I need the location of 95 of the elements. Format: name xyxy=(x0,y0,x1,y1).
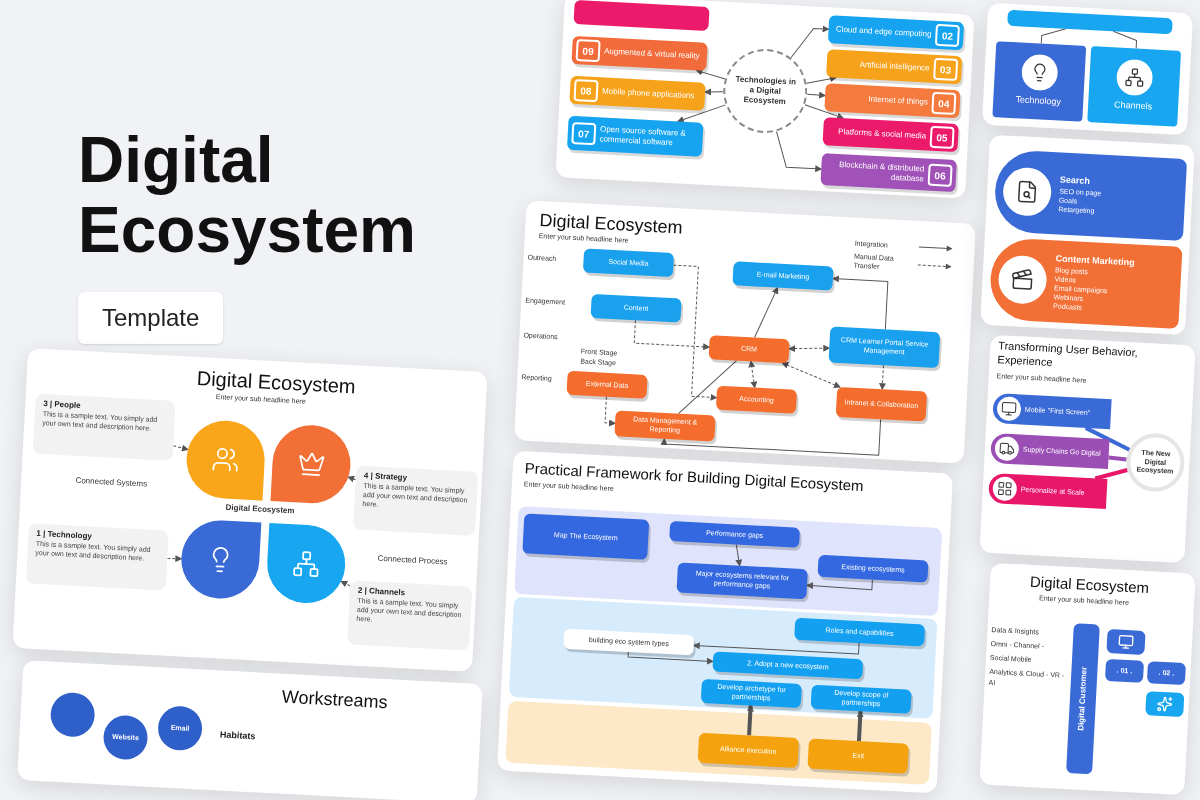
tile-label: Technology xyxy=(1015,93,1062,109)
connector-arrow xyxy=(172,444,189,452)
connector-arrow xyxy=(340,580,351,588)
step-label: Cloud and edge computing xyxy=(835,24,932,40)
step-label: Internet of things xyxy=(868,94,929,108)
arm-banner xyxy=(990,432,1110,470)
connector-arrow xyxy=(633,319,711,351)
numbered-banner xyxy=(826,49,963,85)
card-heading: 2 | Channels xyxy=(357,584,407,598)
text-label: Habitats xyxy=(219,728,256,744)
connector-arrow xyxy=(695,68,726,80)
connector-arrow xyxy=(166,555,183,563)
connector-arrow xyxy=(347,475,357,483)
connector-arrow xyxy=(806,91,827,99)
step-number: 02 xyxy=(934,23,960,48)
connector-arrow xyxy=(806,75,837,84)
slide-title: Transforming User Behavior, Experience xyxy=(997,339,1140,370)
process-box xyxy=(715,385,798,414)
slide-title: Workstreams xyxy=(281,685,389,715)
arm-banner xyxy=(988,472,1108,510)
numbered-banner xyxy=(566,115,704,157)
connector-arrow xyxy=(788,344,831,353)
step-number: 05 xyxy=(929,125,955,149)
connector-arrow xyxy=(748,360,758,389)
numbered-banner xyxy=(569,75,706,111)
connector-arrow xyxy=(804,104,845,120)
panel-heading: Search xyxy=(1059,173,1092,188)
connector-line xyxy=(1112,30,1138,49)
process-box xyxy=(566,370,648,399)
connector-arrow xyxy=(672,264,718,401)
step-number: 06 xyxy=(927,163,953,187)
text-label: Connected Systems xyxy=(74,474,149,491)
connector-arrow xyxy=(627,651,714,665)
category-tile xyxy=(992,41,1087,122)
process-box xyxy=(590,293,682,323)
connector-line xyxy=(677,360,738,415)
step-label: Platforms & social media xyxy=(837,126,927,142)
connector-arrow xyxy=(806,579,873,591)
connector-arrow xyxy=(781,362,841,388)
blank-banner xyxy=(1007,9,1173,35)
page-title: Digital Ecosystem xyxy=(78,125,417,266)
connector-arrow xyxy=(831,275,889,330)
step-label: Blockchain & distributed database xyxy=(837,159,925,185)
text-label: Connected Process xyxy=(376,552,449,569)
connector-arrow xyxy=(879,364,886,391)
petal-shape xyxy=(265,523,348,605)
number-tile xyxy=(1146,661,1186,686)
step-number: 09 xyxy=(575,39,601,63)
card-heading: 1 | Technology xyxy=(36,527,94,541)
numbered-banner xyxy=(822,117,959,153)
tile-label: Digital Customer xyxy=(1075,666,1090,732)
numbered-banner xyxy=(571,35,708,71)
connector-arrow xyxy=(775,130,823,173)
connector-arrow xyxy=(746,704,754,736)
connector-line xyxy=(1040,28,1067,45)
connector-arrow xyxy=(754,286,779,338)
process-box xyxy=(614,410,716,442)
connector-arrow xyxy=(676,104,727,123)
numbered-banner xyxy=(820,153,957,193)
step-number: 07 xyxy=(571,121,597,146)
connector-arrow xyxy=(856,710,864,742)
connector-arrow xyxy=(692,642,860,655)
category-panel xyxy=(988,237,1183,329)
card-heading: 4 | Strategy xyxy=(363,469,409,483)
step-number: 03 xyxy=(933,57,959,82)
blank-banner xyxy=(573,0,710,31)
process-box xyxy=(835,386,928,422)
step-label: Augmented & virtual reality xyxy=(603,46,700,62)
description-card xyxy=(353,465,479,536)
template-pill: Template xyxy=(78,292,224,344)
connector-arrow xyxy=(704,88,724,96)
connector-arrow xyxy=(790,25,830,59)
arm-banner xyxy=(992,393,1112,430)
panel-heading: Content Marketing xyxy=(1055,252,1135,268)
step-label: Mobile phone applications xyxy=(601,86,695,102)
card-heading: 3 | People xyxy=(42,398,82,411)
tile-label: Channels xyxy=(1113,98,1153,114)
text-label: Digital Ecosystem xyxy=(224,501,296,518)
step-label: Artificial intelligence xyxy=(859,59,930,74)
step-label: Open source software & commercial software xyxy=(599,124,687,150)
description-card xyxy=(347,580,473,651)
step-number: 08 xyxy=(573,79,599,103)
numbered-banner xyxy=(827,15,965,51)
process-box xyxy=(708,335,790,364)
connector-arrow xyxy=(735,544,743,567)
numbered-banner xyxy=(824,83,961,119)
process-box xyxy=(732,261,834,291)
category-tile xyxy=(1087,46,1182,127)
connector-line xyxy=(1094,468,1128,481)
circle-label: Technologies in a Digital Ecosystem xyxy=(734,74,798,108)
number-tile xyxy=(1104,658,1144,683)
process-box xyxy=(582,248,675,278)
connector-arrow xyxy=(660,418,882,456)
process-box xyxy=(828,326,941,369)
step-number: 04 xyxy=(931,91,957,115)
